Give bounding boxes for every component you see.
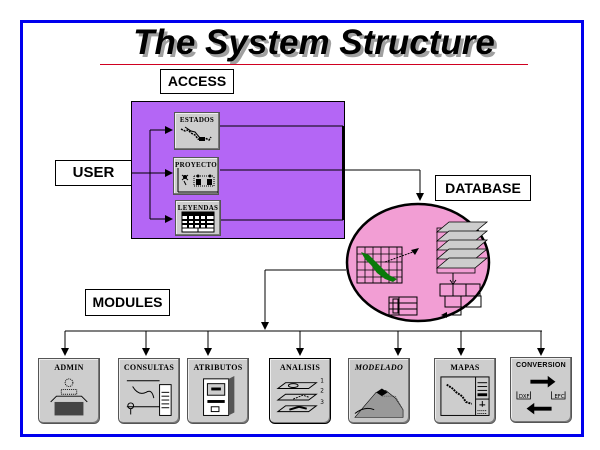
layer-number-label: 3 <box>320 400 324 406</box>
module-label: CONVERSION <box>515 362 567 369</box>
record-table-icon <box>388 296 418 316</box>
module-mapas[interactable]: MAPAS <box>434 358 496 424</box>
layer-stack-icon <box>435 221 489 274</box>
layer-number-label: 1 <box>320 379 324 385</box>
title-underline <box>100 64 528 65</box>
module-consultas[interactable]: CONSULTAS <box>118 358 180 424</box>
grid-table-icon <box>181 211 215 233</box>
layers-icon: 1 2 3 <box>276 379 324 413</box>
module-label: ANALISIS <box>279 363 321 372</box>
module-label: MODELADO <box>354 363 404 372</box>
module-analisis[interactable]: ANALISIS 1 2 3 <box>269 358 331 424</box>
map-grid-icon <box>356 246 403 284</box>
module-atributos[interactable]: ATRIBUTOS <box>187 358 249 424</box>
module-label: MAPAS <box>450 363 480 372</box>
access-tile-label: ESTADOS <box>179 116 215 124</box>
map-window-icon <box>440 376 490 416</box>
module-drop-arrows <box>61 331 545 356</box>
query-chart-icon <box>126 380 172 416</box>
convert-arrows-icon: DXF EFC <box>516 375 566 415</box>
database-ellipse <box>345 202 491 323</box>
module-label: ATRIBUTOS <box>193 363 243 372</box>
module-label: CONSULTAS <box>123 363 175 372</box>
module-conversion[interactable]: CONVERSION DXF EFC <box>510 357 572 423</box>
access-label: ACCESS <box>160 69 234 94</box>
layer-number-label: 2 <box>320 388 324 394</box>
module-admin[interactable]: ADMIN <box>38 358 100 424</box>
people-network-icon <box>177 168 218 193</box>
access-tile-estados[interactable]: ESTADOS <box>174 112 220 150</box>
module-label: ADMIN <box>54 363 84 372</box>
page-title: The System Structure <box>133 23 495 62</box>
format-label-efc: EFC <box>554 394 564 400</box>
access-tile-label: PROYECTO <box>175 161 217 169</box>
access-tile-proyecto[interactable]: PROYECTO <box>173 157 219 195</box>
modules-label: MODULES <box>85 289 170 316</box>
module-modelado[interactable]: MODELADO <box>348 358 410 424</box>
access-tile-leyendas[interactable]: LEYENDAS <box>175 200 221 236</box>
admin-stack-icon <box>50 378 88 416</box>
table-icon <box>439 283 482 308</box>
map-icon <box>180 126 212 141</box>
computer-icon <box>203 375 235 416</box>
format-label-dxf: DXF <box>519 394 530 400</box>
database-illustration <box>345 202 491 323</box>
user-label: USER <box>55 160 132 186</box>
terrain-icon <box>354 388 404 418</box>
access-tile-label: LEYENDAS <box>177 204 219 212</box>
slide-frame <box>20 20 584 437</box>
database-label: DATABASE <box>435 175 531 201</box>
